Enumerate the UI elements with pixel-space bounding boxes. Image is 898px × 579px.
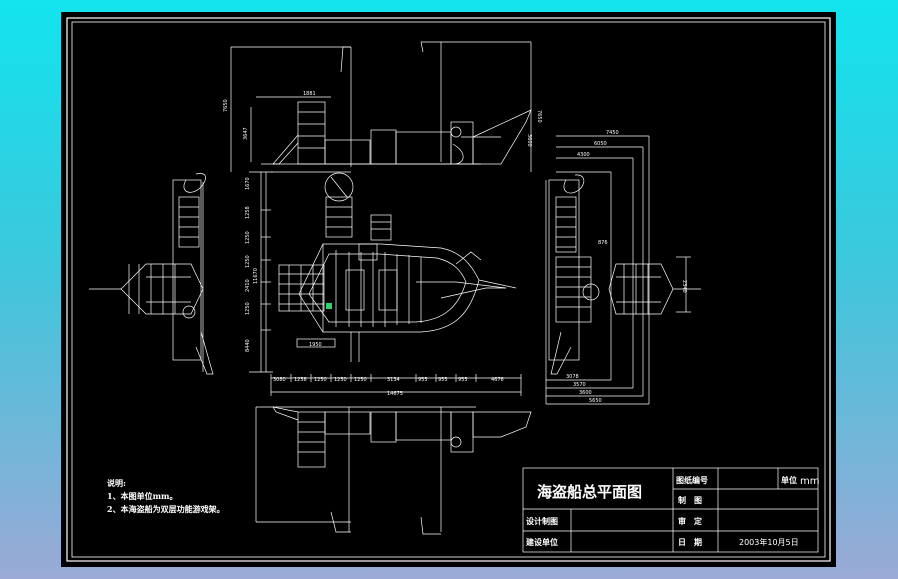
notes-heading: 说明: [107, 478, 126, 488]
dim-top-right-inner: 3600 [526, 134, 532, 147]
dim-right-small: 876 [598, 240, 608, 246]
dim-left-seg-6: 8440 [245, 339, 251, 352]
unit-value: mm [800, 476, 819, 487]
dim-bottom-seg-7: 955 [438, 377, 448, 383]
dim-bottom-seg-0: 3080 [273, 377, 286, 383]
dim-left-total: 11670 [253, 268, 259, 284]
dim-right-width-1: 6050 [594, 141, 607, 147]
builder-label: 建设单位 [525, 537, 558, 547]
dim-bottom-seg-9: 4676 [491, 377, 504, 383]
notes-item-1: 1、本图单位mm。 [107, 491, 178, 501]
dim-top-width: 1881 [303, 91, 316, 97]
dim-bottom-seg-8: 955 [458, 377, 468, 383]
unit-label: 单位 [781, 475, 797, 485]
outer-border [66, 17, 831, 562]
drawing-title: 海盗船总平面图 [537, 483, 642, 501]
dim-left-seg-5: 1250 [245, 302, 251, 315]
inner-border [71, 21, 826, 558]
dim-bottom-seg-5: 3134 [387, 377, 400, 383]
reviewer-label: 审 定 [678, 516, 702, 526]
drawing-no-label: 图纸编号 [676, 475, 708, 485]
dim-top-left-height: 7650 [223, 99, 229, 112]
drafter-label: 制 图 [678, 495, 702, 505]
dim-left-seg-1: 1258 [245, 206, 251, 219]
dim-top-left-inner: 3647 [243, 127, 249, 140]
dim-bottom-seg-3: 1250 [334, 377, 347, 383]
date-label: 日 期 [678, 537, 702, 547]
designer-label: 设计制图 [526, 516, 558, 526]
dim-plan-small: 1950 [309, 342, 322, 348]
dim-right-width-2: 4300 [577, 152, 590, 158]
drawing-notes: 说明: 1、本图单位mm。 2、本海盗船为双层功能游戏架。 [107, 478, 225, 514]
dim-right-bottom-1: 3570 [573, 382, 586, 388]
left-side-view [89, 173, 214, 375]
insertion-marker [326, 303, 332, 309]
date-value: 2003年10月5日 [739, 537, 799, 547]
dim-bottom-seg-6: 955 [418, 377, 428, 383]
dim-top-right-height: 7650 [536, 110, 542, 123]
title-block [522, 467, 819, 553]
dim-right-bottom-0: 3078 [566, 374, 579, 380]
dim-left-seg-4: 2410 [245, 279, 251, 292]
dim-right-bottom-3: 5650 [589, 398, 602, 404]
dim-bottom-seg-4: 1250 [354, 377, 367, 383]
dim-left-seg-3: 1250 [245, 255, 251, 268]
right-side-view [545, 135, 701, 405]
dimension-labels: 7650 3647 1881 7650 3600 11670 1670 1258… [223, 91, 687, 404]
notes-item-2: 2、本海盗船为双层功能游戏架。 [107, 504, 225, 514]
dim-right-width-0: 7450 [606, 130, 619, 136]
dim-bottom-total: 14675 [387, 391, 403, 397]
dim-left-seg-0: 1670 [245, 177, 251, 190]
dim-left-seg-2: 1250 [245, 231, 251, 244]
dim-bottom-seg-1: 1258 [294, 377, 307, 383]
dim-bottom-seg-2: 1250 [314, 377, 327, 383]
top-elevation-view [230, 41, 532, 172]
dim-right-side: 2340 [681, 280, 687, 293]
bottom-elevation-view [255, 406, 532, 535]
dim-right-bottom-2: 3600 [579, 390, 592, 396]
title-block-text: 海盗船总平面图 图纸编号 单位 mm 制 图 设计制图 审 定 建设单位 日 期… [525, 475, 819, 547]
drawing-sheet: 7650 3647 1881 7650 3600 11670 1670 1258… [61, 12, 836, 567]
ship-plan-view [249, 171, 522, 396]
